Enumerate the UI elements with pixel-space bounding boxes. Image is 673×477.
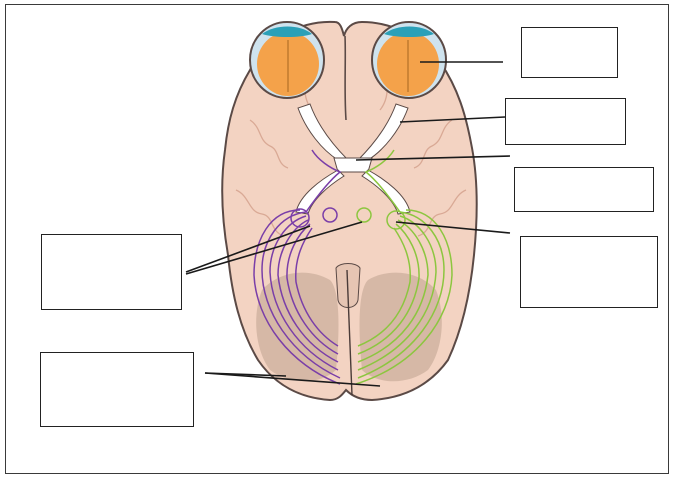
label-box-visual-cortex[interactable] — [40, 352, 194, 427]
longitudinal-fissure — [345, 36, 346, 120]
label-box-optic-tract[interactable] — [41, 234, 182, 310]
cerebellum-right — [360, 273, 442, 382]
label-box-lateral-geniculate[interactable] — [520, 236, 658, 308]
label-box-eye[interactable] — [521, 27, 618, 78]
right-eye — [372, 22, 446, 98]
left-eye — [250, 22, 324, 98]
label-box-optic-nerve[interactable] — [505, 98, 626, 145]
label-box-optic-chiasm[interactable] — [514, 167, 654, 212]
